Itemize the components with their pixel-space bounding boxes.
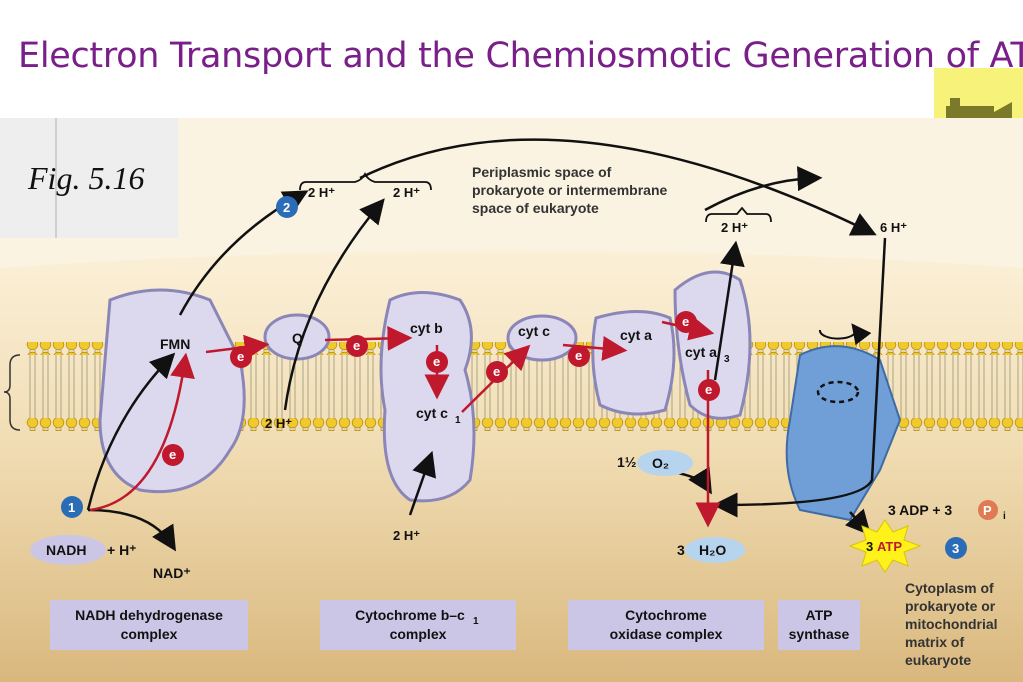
fmn-label: FMN [160,336,190,352]
page-title: Electron Transport and the Chemiosmotic … [18,36,1023,76]
two-h-label: 2 H⁺ [721,220,748,235]
svg-text:eukaryote: eukaryote [905,652,971,668]
svg-text:ATP: ATP [806,607,833,623]
cyt-a-label: cyt a [620,327,652,343]
complex-labels: NADH dehydrogenase complex Cytochrome b–… [50,600,860,650]
figure-label: Fig. 5.16 [28,160,145,196]
h-plus-label: + H⁺ [107,542,137,558]
svg-text:e: e [682,314,689,329]
atp-star [848,519,922,573]
electron-markers: e e e e e e e e [162,311,720,466]
svg-text:e: e [169,447,176,462]
svg-text:prokaryote or: prokaryote or [905,598,996,614]
h2o-label: H₂O [699,542,726,558]
figure-label-box: Fig. 5.16 [0,118,178,238]
two-h-label: 2 H⁺ [393,185,420,200]
cyt-c1-label: cyt c [416,405,448,421]
cyt-b-label: cyt b [410,320,443,336]
svg-text:e: e [493,364,500,379]
svg-text:P: P [983,503,992,518]
o2-coefficient: 1½ [617,454,637,470]
nadh-label: NADH [46,542,86,558]
svg-text:e: e [575,348,582,363]
svg-text:prokaryote or intermembrane: prokaryote or intermembrane [472,182,667,198]
cyt-c-label: cyt c [518,323,550,339]
nadh-oval [30,535,106,565]
svg-text:Periplasmic space of: Periplasmic space of [472,164,612,180]
atp-coefficient: 3 [866,539,873,554]
atp-label: ATP [877,539,902,554]
svg-text:1: 1 [455,415,461,426]
six-h-label: 6 H⁺ [880,220,907,235]
cytochrome-a3-shape [673,270,752,420]
svg-text:oxidase complex: oxidase complex [610,626,723,642]
h2o-oval [685,537,745,563]
svg-text:matrix of: matrix of [905,634,964,650]
svg-text:NADH dehydrogenase: NADH dehydrogenase [75,607,223,623]
q-label: Q [292,330,303,346]
svg-text:e: e [433,354,440,369]
svg-text:synthase: synthase [789,626,850,642]
svg-text:2: 2 [283,200,290,215]
cytoplasm-label: Cytoplasm of prokaryote or mitochondrial… [905,580,998,668]
cyt-a3-label: cyt a [685,344,717,360]
o2-label: O₂ [652,455,669,471]
svg-text:complex: complex [390,626,447,642]
svg-text:space of eukaryote: space of eukaryote [472,200,599,216]
svg-text:1: 1 [68,500,75,515]
step-markers: 2 1 3 [61,196,967,559]
nadh-dehydrogenase-shape [98,288,246,494]
svg-text:Cytoplasm of: Cytoplasm of [905,580,994,596]
periplasm-label: Periplasmic space of prokaryote or inter… [472,164,667,216]
h2o-coefficient: 3 [677,542,685,558]
svg-text:e: e [353,338,360,353]
svg-text:Cytochrome b–c: Cytochrome b–c [355,607,465,623]
o2-oval [637,450,693,476]
adp-label: 3 ADP + 3 [888,502,952,518]
svg-text:3: 3 [724,354,730,365]
svg-text:mitochondrial: mitochondrial [905,616,998,632]
svg-text:complex: complex [121,626,178,642]
svg-text:3: 3 [952,541,959,556]
two-h-label: 2 H⁺ [308,185,335,200]
two-h-label: 2 H⁺ [265,416,292,431]
svg-text:e: e [237,349,244,364]
nad-plus-label: NAD⁺ [153,565,191,581]
svg-text:i: i [1003,511,1006,522]
two-h-label: 2 H⁺ [393,528,420,543]
svg-text:Cytochrome: Cytochrome [625,607,707,623]
svg-text:e: e [705,382,712,397]
svg-text:1: 1 [473,616,479,627]
phosphate-circle [978,500,998,520]
